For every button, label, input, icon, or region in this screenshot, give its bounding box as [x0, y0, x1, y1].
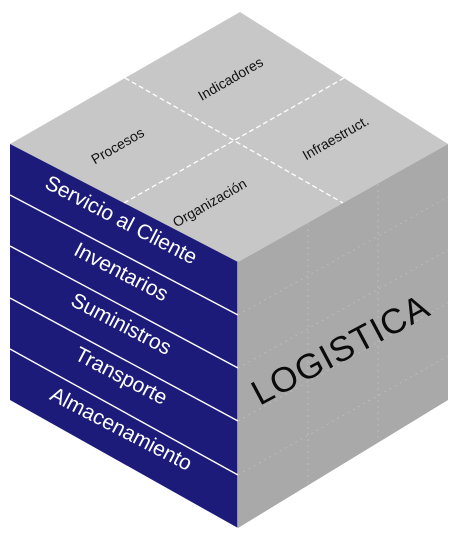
left-face-dividers [9, 194, 239, 476]
right-face-grid [237, 184, 449, 485]
top-divider-b [123, 77, 345, 204]
top-face [10, 12, 448, 262]
top-divider-a [124, 77, 344, 204]
left-face [10, 144, 238, 528]
right-face [238, 144, 448, 528]
